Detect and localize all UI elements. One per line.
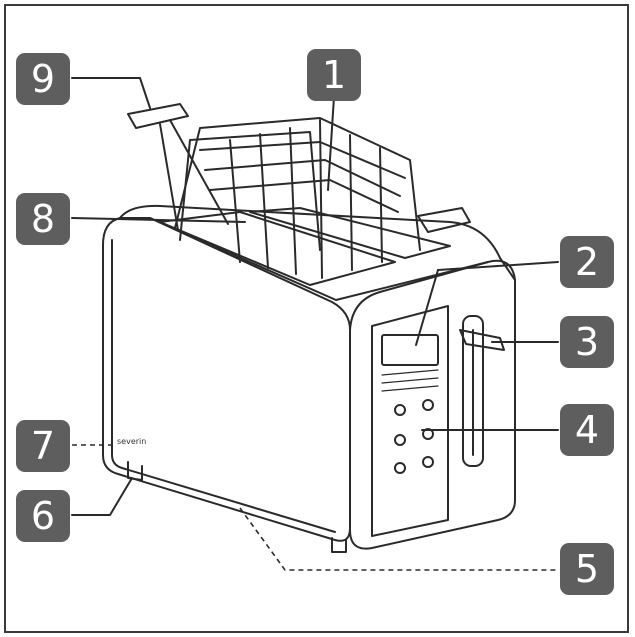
callout-1: 1 [307,49,361,101]
display [381,334,439,366]
leader-2b [415,269,439,346]
slot-left [159,211,396,286]
rack-handle-left [127,103,189,129]
callout-3: 3 [560,316,614,368]
callout-4: 4 [560,404,614,456]
callout-5: 5 [560,543,614,595]
leader-1 [327,96,335,191]
toaster-left-side [102,217,351,542]
toaster-side-inner [111,239,336,533]
leader-8 [71,217,246,223]
toaster-top [119,204,516,281]
brand-label: severin [117,437,147,446]
callout-9: 9 [16,53,70,105]
bun-warmer-rack [174,117,421,279]
leader-5 [239,507,558,571]
callout-6: 6 [16,490,70,542]
control-panel [371,305,449,537]
rack-handle-right [417,207,471,233]
callout-8: 8 [16,193,70,245]
panel-button [394,462,406,474]
leader-2 [437,261,559,271]
lever-handle [459,329,505,351]
panel-button [422,399,434,411]
foot-front-left [127,461,143,481]
callout-7: 7 [16,420,70,472]
slot-right [249,207,451,259]
callout-2: 2 [560,236,614,288]
panel-button [394,434,406,446]
panel-button [422,456,434,468]
foot-front-right [331,537,347,553]
leader-9 [71,77,151,109]
leader-6 [71,477,133,516]
figure-frame [4,4,629,633]
lever-track [462,315,484,467]
toaster-front-face [349,259,516,550]
panel-button [394,404,406,416]
